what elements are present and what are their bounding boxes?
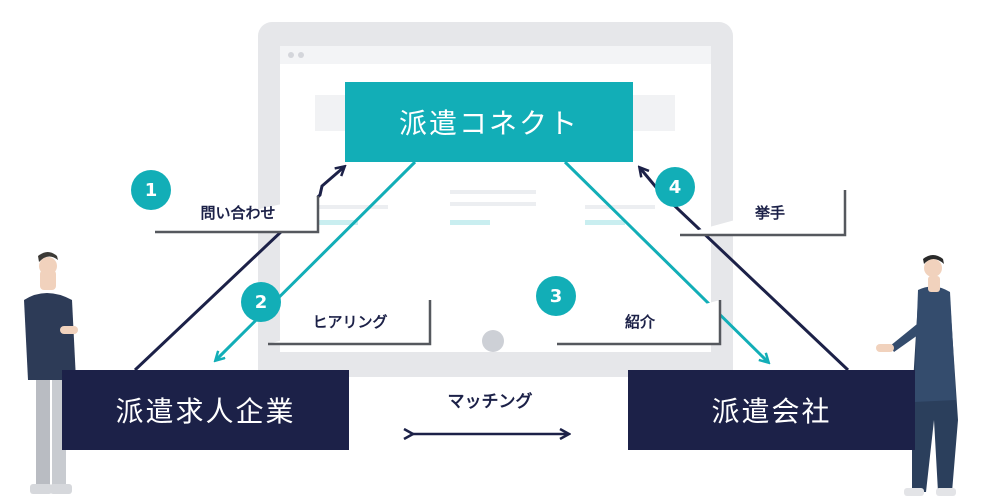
node-agency: 派遣会社 bbox=[628, 370, 915, 450]
node-client: 派遣求人企業 bbox=[62, 370, 349, 450]
step-1-badge: 1 bbox=[131, 170, 171, 210]
tab-introduction bbox=[557, 300, 722, 346]
label-tabs bbox=[155, 190, 847, 346]
arrow-introduction bbox=[563, 160, 768, 362]
arrow-hearing bbox=[216, 160, 417, 360]
node-platform: 派遣コネクト bbox=[345, 82, 633, 162]
matching-label: マッチング bbox=[447, 391, 533, 412]
node-agency-label: 派遣会社 bbox=[711, 395, 832, 428]
screen-topbar bbox=[280, 46, 711, 64]
step-2-label: ヒアリング bbox=[312, 312, 388, 331]
arrow-inquiry bbox=[133, 167, 344, 372]
node-platform-label: 派遣コネクト bbox=[398, 107, 579, 140]
step-3-badge: 3 bbox=[536, 276, 576, 316]
monitor-button bbox=[482, 330, 504, 352]
step-1-label: 問い合わせ bbox=[200, 203, 276, 222]
tab-hearing bbox=[268, 300, 432, 346]
step-3-label: 紹介 bbox=[624, 312, 655, 331]
tab-inquiry bbox=[155, 196, 320, 234]
step-4-label: 挙手 bbox=[754, 203, 785, 222]
tab-raise-hand bbox=[680, 190, 847, 237]
step-2-badge: 2 bbox=[241, 282, 281, 322]
step-4-badge: 4 bbox=[655, 167, 695, 207]
node-client-label: 派遣求人企業 bbox=[115, 395, 296, 428]
person-right-illustration bbox=[876, 255, 958, 496]
teal-arrows bbox=[216, 160, 768, 362]
person-left-illustration bbox=[24, 252, 78, 494]
